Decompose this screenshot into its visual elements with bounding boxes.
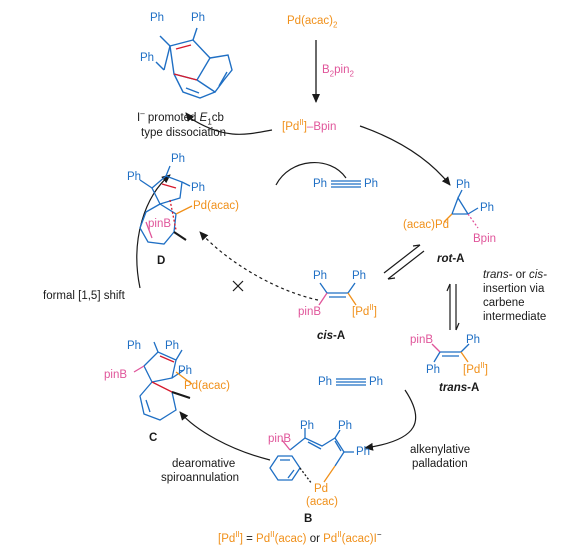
alkyne-bottom-ph-right: Ph (369, 376, 384, 388)
cisA-structure (318, 282, 357, 306)
step-shift: formal [1,5] shift (43, 290, 125, 302)
transA-pd: [PdII] (463, 361, 488, 376)
B-ph-top: Ph (300, 420, 315, 432)
arrow-to-product (185, 112, 273, 135)
rotA-structure (443, 189, 479, 229)
step-insertion-line4: intermediate (483, 311, 547, 323)
D-structure (139, 165, 193, 245)
C-ph-top-right: Ph (165, 340, 180, 352)
step-insertion-line3: carbene (483, 297, 525, 309)
alkyne-top-ph-right: Ph (364, 178, 379, 190)
transA-structure (431, 343, 470, 363)
step-dissociation-line1: I– promoted E1cb (137, 109, 224, 127)
b2pin2-reagent: B2pin2 (322, 64, 354, 79)
rotA-ph-top: Ph (456, 179, 471, 191)
step-alkenylative-line2: palladation (412, 458, 468, 470)
D-pd-acac: Pd(acac) (193, 200, 240, 212)
C-structure (133, 341, 193, 421)
step-dearomative-line2: spiroannulation (161, 472, 240, 484)
D-ph-left: Ph (127, 171, 142, 183)
rotA-acac-pd: (acac)Pd (403, 219, 450, 231)
label-rotA: rot-A (437, 253, 465, 265)
B-structure (269, 428, 354, 485)
D-ph-top: Ph (171, 153, 186, 165)
transA-ph-bottom: Ph (426, 364, 441, 376)
cisA-pinB: pinB (298, 306, 322, 318)
step-insertion-line2: insertion via (483, 283, 545, 295)
arrow-to-rotA (359, 125, 451, 186)
product-ph-1: Ph (150, 12, 165, 24)
product-ph-2: Ph (191, 12, 206, 24)
C-ph-top-left: Ph (127, 340, 142, 352)
transA-pinB: pinB (410, 334, 434, 346)
D-pinB: pinB (148, 218, 172, 230)
blocked-arrow (199, 231, 319, 301)
alkyne-bottom (336, 378, 366, 386)
B-acac: (acac) (306, 496, 338, 508)
alkyne-bottom-ph-left: Ph (318, 376, 333, 388)
cisA-ph-left: Ph (313, 270, 328, 282)
B-ph-right: Ph (356, 446, 371, 458)
step-dissociation-line2: type dissociation (141, 127, 227, 139)
step-alkenylative-line1: alkenylative (410, 444, 471, 456)
arrow-dearomative (179, 411, 271, 461)
label-transA: trans-A (439, 382, 480, 394)
blocked-mark (232, 280, 244, 292)
B-ph-top-right: Ph (338, 420, 353, 432)
label-B: B (304, 513, 313, 525)
B-pd: Pd (314, 483, 329, 495)
alkyne-top-ph-left: Ph (313, 178, 328, 190)
cisA-ph-right: Ph (352, 270, 367, 282)
D-ph-right: Ph (191, 182, 206, 194)
arrow-shift (136, 174, 171, 289)
C-ph-right: Ph (178, 365, 193, 377)
catalyst-pd-bpin: [PdII]–Bpin (282, 118, 337, 133)
product-ph-3: Ph (140, 52, 155, 64)
alkyne-top (331, 180, 361, 188)
alkyne-capture-arc (275, 162, 347, 186)
equilibrium-cis-rot (383, 244, 425, 280)
footnote: [PdII] = PdII(acac) or PdII(acac)I− (218, 530, 382, 545)
step-insertion-line1: trans- or cis- (483, 269, 547, 281)
step-dearomative-line1: dearomative (172, 458, 236, 470)
label-C: C (149, 432, 158, 444)
rotA-ph-right: Ph (480, 202, 495, 214)
transA-ph-top: Ph (466, 334, 481, 346)
arrow-alkenylative (364, 389, 417, 451)
C-pinB: pinB (104, 369, 128, 381)
pd-acac2-reagent: Pd(acac)2 (287, 15, 338, 30)
equilibrium-rot-trans (446, 283, 460, 331)
B-pinB: pinB (268, 433, 292, 445)
C-pd-acac: Pd(acac) (184, 380, 231, 392)
product-azulene-structure (155, 27, 233, 99)
label-D: D (157, 255, 166, 267)
cisA-pd: [PdII] (352, 303, 377, 318)
label-cisA: cis-A (317, 330, 346, 342)
rotA-bpin: Bpin (473, 233, 497, 245)
